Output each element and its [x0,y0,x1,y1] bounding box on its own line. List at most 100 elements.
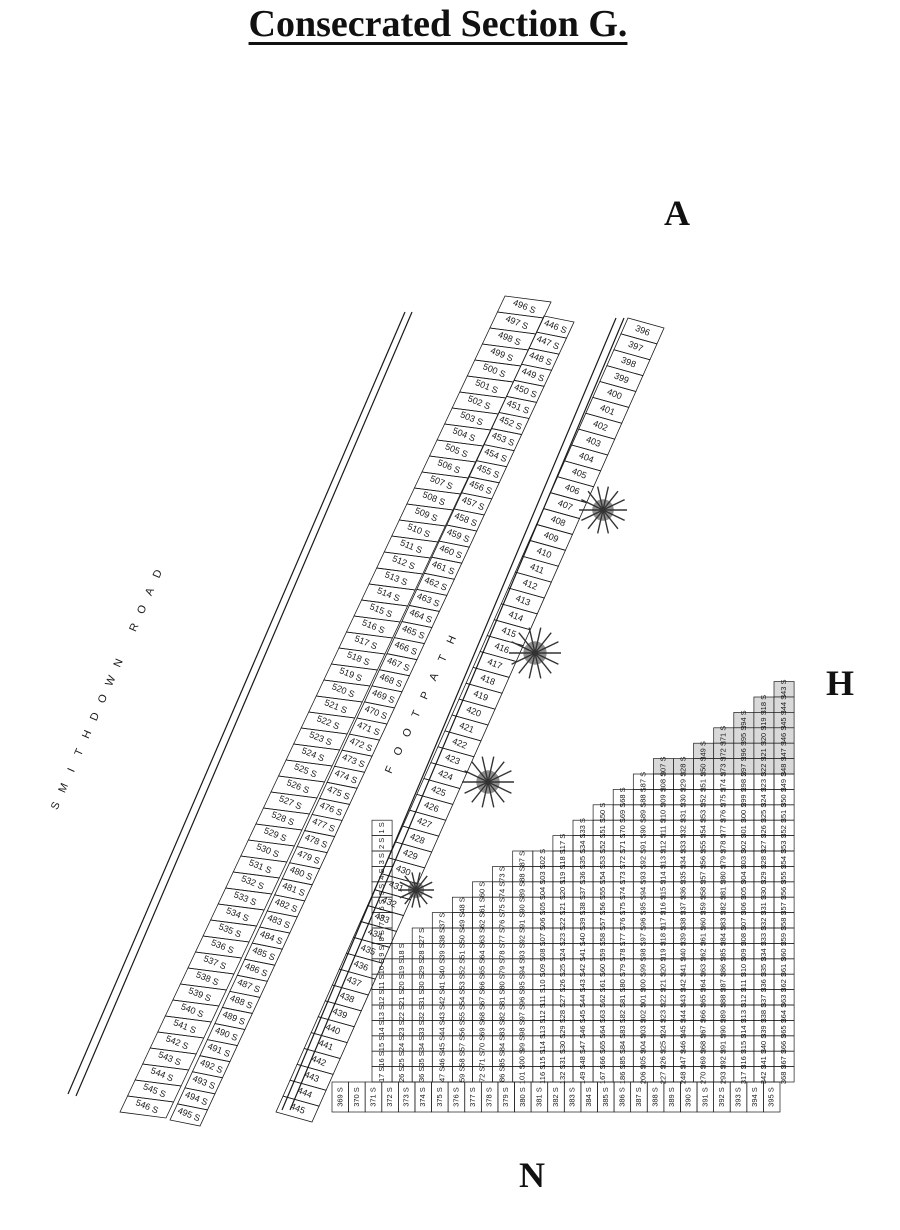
grave-number: 14 S [377,1020,386,1035]
grave-number: 169 S [618,803,627,823]
grave-number: 80 S [498,974,507,989]
grave-number: 220 S [658,957,667,977]
grave-number: 260 S [699,910,708,930]
grave-number: 403 [585,434,603,449]
grave-number: 360 S [779,941,788,961]
grave-number: 511 S [399,538,424,556]
grave-number: 36 S [417,1067,426,1082]
road-label-letter: W [103,673,118,688]
grave-number: 392 S [717,1087,726,1107]
grave-number: 92 S [518,928,527,943]
grave-number: 37 S [437,913,446,928]
grave-number: 355 S [779,864,788,884]
grave-number: 65 S [478,959,487,974]
grave-number: 3 S [377,853,386,864]
grave-number: 43 S [437,1005,446,1020]
grave-number: 348 S [779,756,788,776]
grave-number: 122 S [558,910,567,930]
grave-number: 423 [444,752,462,767]
grave-number: 120 S [558,880,567,900]
grave-number: 430 [395,863,413,878]
grave-number: 375 S [435,1087,444,1107]
grave-number: 308 S [739,926,748,946]
grave-number: 420 [465,704,483,719]
grave-number: 15 S [377,1036,386,1051]
grave-number: 324 S [759,787,768,807]
grave-number: 94 S [518,959,527,974]
grave-number: 356 S [779,880,788,900]
grave-number: 299 S [739,787,748,807]
grave-number: 298 S [739,772,748,792]
grave-number: 303 S [739,849,748,869]
grave-number: 140 S [578,926,587,946]
grave-number: 20 S [397,974,406,989]
grave-number: 384 S [584,1087,593,1107]
grave-number: 438 [338,990,356,1005]
grave-number: 99 S [518,1036,527,1051]
grave-number: 295 S [739,726,748,746]
grave-number: 156 S [598,895,607,915]
grave-number: 376 S [451,1087,460,1107]
grave-number: 61 S [478,897,487,912]
grave-number: 167 S [598,1064,607,1084]
road-label-letter: R [127,621,141,633]
grave-number: 59 S [457,1067,466,1082]
grave-number: 395 S [767,1087,776,1107]
grave-number: 344 S [779,695,788,715]
grave-number: 83 S [498,1020,507,1035]
grave-number: 296 S [739,741,748,761]
grave-number: 165 S [598,1034,607,1054]
grave-number: 409 [542,529,560,544]
adjacent-section-a-label: A [664,193,690,233]
grave-number: 58 S [457,1051,466,1066]
grave-number: 133 S [578,818,587,838]
grave-number: 234 S [679,849,688,869]
grave-number: 87 S [518,851,527,866]
grave-number: 390 S [684,1087,693,1107]
grave-number: 155 S [598,880,607,900]
grave-number: 406 [563,482,581,497]
grave-number: 304 S [739,864,748,884]
grave-number: 205 S [638,1049,647,1069]
grave-number: 90 S [518,897,527,912]
grave-number: 91 S [518,913,527,928]
grave-number: 222 S [658,987,667,1007]
grave-number: 257 S [699,864,708,884]
grave-number: 129 S [558,1018,567,1038]
grave-plot [169,1103,209,1127]
grave-number: 30 S [417,974,426,989]
grave-number: 211 S [658,818,667,837]
grave-number: 97 S [518,1005,527,1020]
grave-number: 35 S [417,1051,426,1066]
grave-number: 337 S [759,987,768,1007]
grave-number: 163 S [598,1003,607,1023]
grave-number: 201 S [638,987,647,1007]
grave-number: 22 S [397,1005,406,1020]
grave-number: 55 S [457,1005,466,1020]
grave-number: 249 S [699,741,708,761]
grave-number: 365 S [779,1018,788,1038]
grave-number: 290 S [719,1018,728,1038]
grave-number: 67 S [478,990,487,1005]
tree-crown [407,881,425,899]
grave-number: 440 [324,1022,342,1037]
grave-number: 241 S [679,957,688,977]
footpath-label-letter: F [383,764,397,775]
grave-number: 161 S [598,972,607,992]
road-edge-line [67,311,406,1095]
grave-number: 272 S [719,741,728,761]
grave-number: 81 S [498,990,507,1005]
grave-number: 33 S [417,1020,426,1035]
page-title: Consecrated Section G. [248,3,628,45]
grave-number: 23 S [397,1020,406,1035]
grave-number: 226 S [658,1049,667,1069]
grave-number: 224 S [658,1018,667,1038]
grave-number: 136 S [578,864,587,884]
grave-number: 266 S [699,1003,708,1023]
grave-number: 112 S [538,1003,547,1022]
grave-number: 24 S [397,1036,406,1051]
grave-number: 270 S [699,1064,708,1084]
grave-number: 192 S [638,849,647,869]
grave-number: 153 S [598,849,607,869]
grave-plot [275,1095,320,1123]
